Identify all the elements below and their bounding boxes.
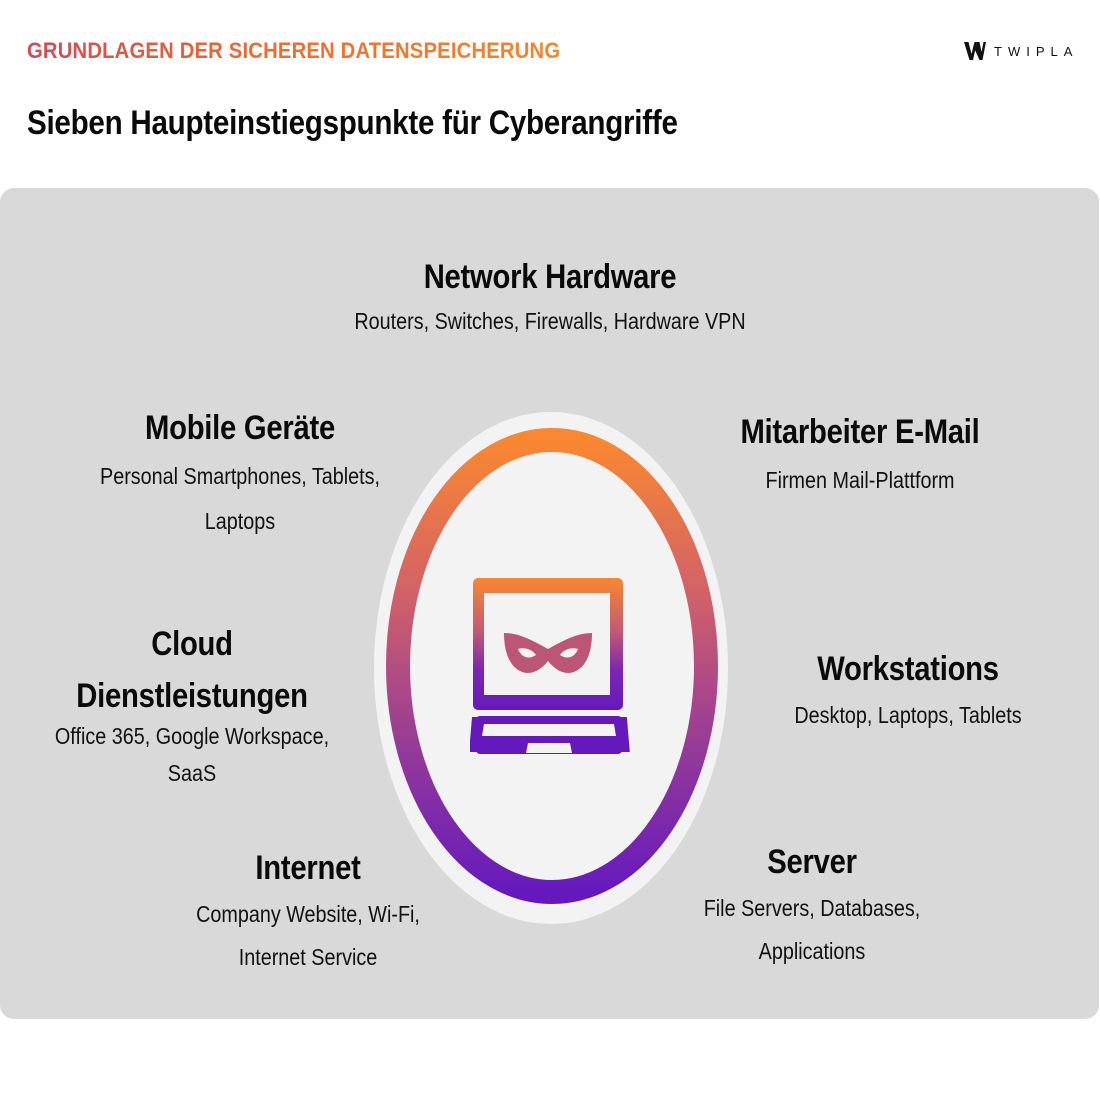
entry-title: Dienstleistungen — [76, 677, 308, 715]
entry-title: Workstations — [817, 650, 999, 688]
entry-description: Applications — [758, 938, 866, 964]
entry-description: Firmen Mail-Plattform — [765, 467, 955, 493]
entry-title: Mitarbeiter E-Mail — [740, 413, 980, 451]
entry-description: Internet Service — [238, 944, 378, 970]
gradient-ring — [386, 428, 718, 904]
entry-description: Laptops — [204, 508, 276, 534]
entry-description: Routers, Switches, Firewalls, Hardware V… — [354, 308, 746, 334]
laptop-with-mask-icon — [470, 578, 630, 754]
entry-cloud-services: Cloud Dienstleistungen Office 365, Googl… — [0, 624, 392, 790]
entry-title: Mobile Geräte — [144, 409, 336, 447]
entry-network-hardware: Network Hardware Routers, Switches, Fire… — [300, 257, 800, 338]
entry-mobile-devices: Mobile Geräte Personal Smartphones, Tabl… — [40, 408, 440, 538]
entry-title: Server — [767, 843, 857, 881]
brand-name: TWIPLA — [994, 43, 1079, 59]
entry-description: File Servers, Databases, — [703, 895, 921, 921]
page-title: Sieben Haupteinstiegspunkte für Cyberang… — [27, 104, 678, 142]
entry-description: Office 365, Google Workspace, — [54, 723, 330, 749]
entry-title: Internet — [255, 849, 361, 887]
entry-description: SaaS — [167, 760, 217, 786]
entry-description: Personal Smartphones, Tablets, — [99, 463, 381, 489]
entry-description: Company Website, Wi-Fi, — [196, 901, 420, 927]
eyebrow-heading: GRUNDLAGEN DER SICHEREN DATENSPEICHERUNG — [27, 38, 561, 63]
entry-title: Cloud — [151, 625, 233, 663]
entry-workstations: Workstations Desktop, Laptops, Tablets — [708, 649, 1100, 732]
entry-internet: Internet Company Website, Wi-Fi, Interne… — [108, 848, 508, 974]
entry-title: Network Hardware — [423, 258, 677, 296]
entry-description: Desktop, Laptops, Tablets — [794, 702, 1022, 728]
twipla-w-icon — [964, 42, 986, 60]
brand-logo: TWIPLA — [964, 42, 1078, 60]
entry-employee-email: Mitarbeiter E-Mail Firmen Mail-Plattform — [660, 412, 1060, 497]
entry-server: Server File Servers, Databases, Applicat… — [612, 842, 1012, 968]
